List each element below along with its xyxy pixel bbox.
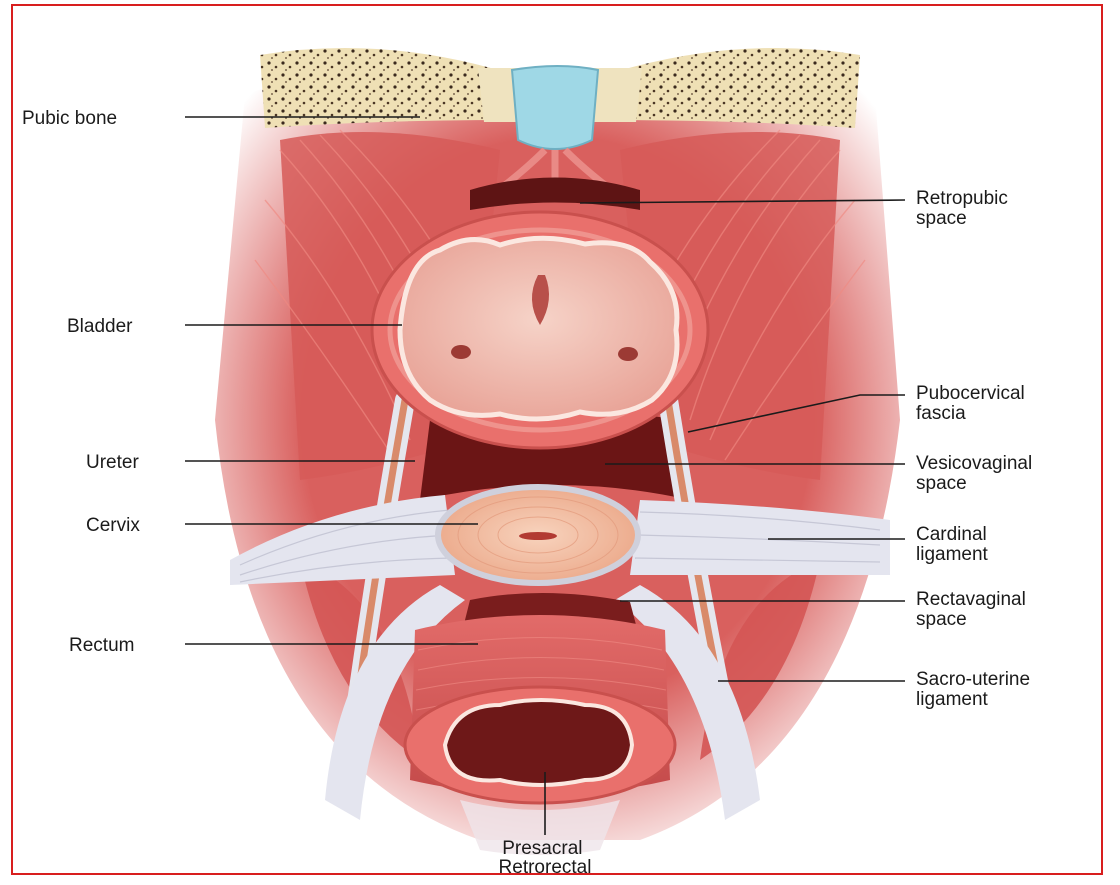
- bladder: [372, 212, 708, 448]
- label-rectum: Rectum: [69, 635, 134, 656]
- label-ureter: Ureter: [86, 452, 139, 473]
- pubic-symphysis-cartilage: [512, 66, 598, 149]
- label-presacral-retrorectal: Presacral Retrorectal: [499, 838, 592, 878]
- label-bladder: Bladder: [67, 316, 133, 337]
- label-pubocervical-fascia: Pubocervical fascia: [916, 383, 1030, 424]
- label-cardinal-ligament: Cardinal ligament: [916, 524, 992, 565]
- label-retropubic-space: Retropubic space: [916, 188, 1013, 229]
- label-sacro-uterine-ligament: Sacro-uterine ligament: [916, 669, 1035, 710]
- label-pubic-bone: Pubic bone: [22, 108, 117, 129]
- label-rectavaginal-space: Rectavaginal space: [916, 589, 1031, 630]
- cervix: [438, 487, 638, 583]
- label-cervix: Cervix: [86, 515, 140, 536]
- label-vesicovaginal-space: Vesicovaginal space: [916, 453, 1037, 494]
